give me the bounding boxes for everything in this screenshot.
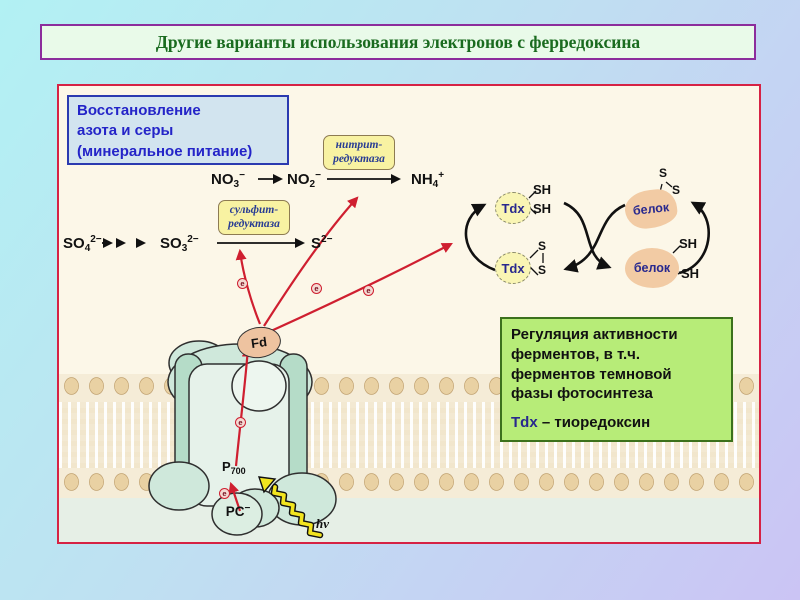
slide-title-text: Другие варианты использования электронов…: [155, 31, 641, 52]
formula-no3: NO3−: [211, 170, 245, 190]
green-box-tdx-definition: Tdx – тиоредоксин: [511, 414, 651, 432]
blue-box-line2: азота и серы: [77, 122, 174, 140]
electron-badge: e: [237, 278, 248, 289]
protein-sh-bottom: SH: [681, 266, 700, 281]
formula-no2: NO2−: [287, 170, 321, 190]
electron-badge: e: [311, 283, 322, 294]
formula-nh4: NH4+: [411, 170, 445, 190]
diagram-panel: Восстановление азота и серы (минеральное…: [57, 84, 761, 544]
green-box-line1: Регуляция активности: [511, 326, 678, 343]
plastocyanin-label: PC−: [225, 503, 251, 519]
electron-badge: e: [235, 417, 246, 428]
p700-label: P700: [222, 459, 246, 476]
blue-box-line1: Восстановление: [77, 102, 201, 119]
protein-s-top: S: [659, 166, 668, 180]
protein-reduced-node: белок: [625, 248, 679, 288]
formula-so3: SO32−: [160, 234, 199, 254]
nitrogen-sulfur-info-box: Восстановление азота и серы (минеральное…: [67, 95, 289, 165]
formula-s2: S2−: [311, 234, 333, 252]
slide-title: Другие варианты использования электронов…: [40, 24, 756, 60]
protein-oxidized-node: белок: [623, 187, 679, 231]
electron-badge: e: [363, 285, 374, 296]
stroma-region: [59, 498, 759, 542]
tdx-s-bottom: S: [538, 263, 547, 277]
tdx-reduced-node: Tdx: [495, 192, 531, 224]
green-box-line4: фазы фотосинтеза: [511, 385, 653, 403]
tdx-s-top: S: [538, 239, 547, 253]
tdx-sh-bottom: SH: [533, 201, 552, 216]
green-box-line3: ферментов темновой: [511, 365, 672, 383]
sulfite-reductase-label: сульфит- редуктаза: [218, 200, 290, 235]
protein-s-bottom: S: [672, 183, 681, 197]
tdx-sh-top: SH: [533, 182, 552, 197]
regulation-info-box: Регуляция активности ферментов, в т.ч. ф…: [500, 317, 733, 442]
blue-box-line3: (минеральное питание): [77, 142, 253, 160]
green-box-line2: ферментов, в т.ч.: [511, 345, 641, 363]
nitrite-reductase-label: нитрит- редуктаза: [323, 135, 395, 170]
tdx-oxidized-node: Tdx: [495, 252, 531, 284]
ferredoxin-node: Fd: [235, 324, 283, 361]
membrane-lipid-heads-bottom: [59, 468, 759, 496]
electron-badge: e: [219, 488, 230, 499]
formula-so4: SO42−: [63, 234, 102, 254]
light-hv-label: hν: [316, 516, 329, 531]
protein-sh-top: SH: [679, 236, 698, 251]
